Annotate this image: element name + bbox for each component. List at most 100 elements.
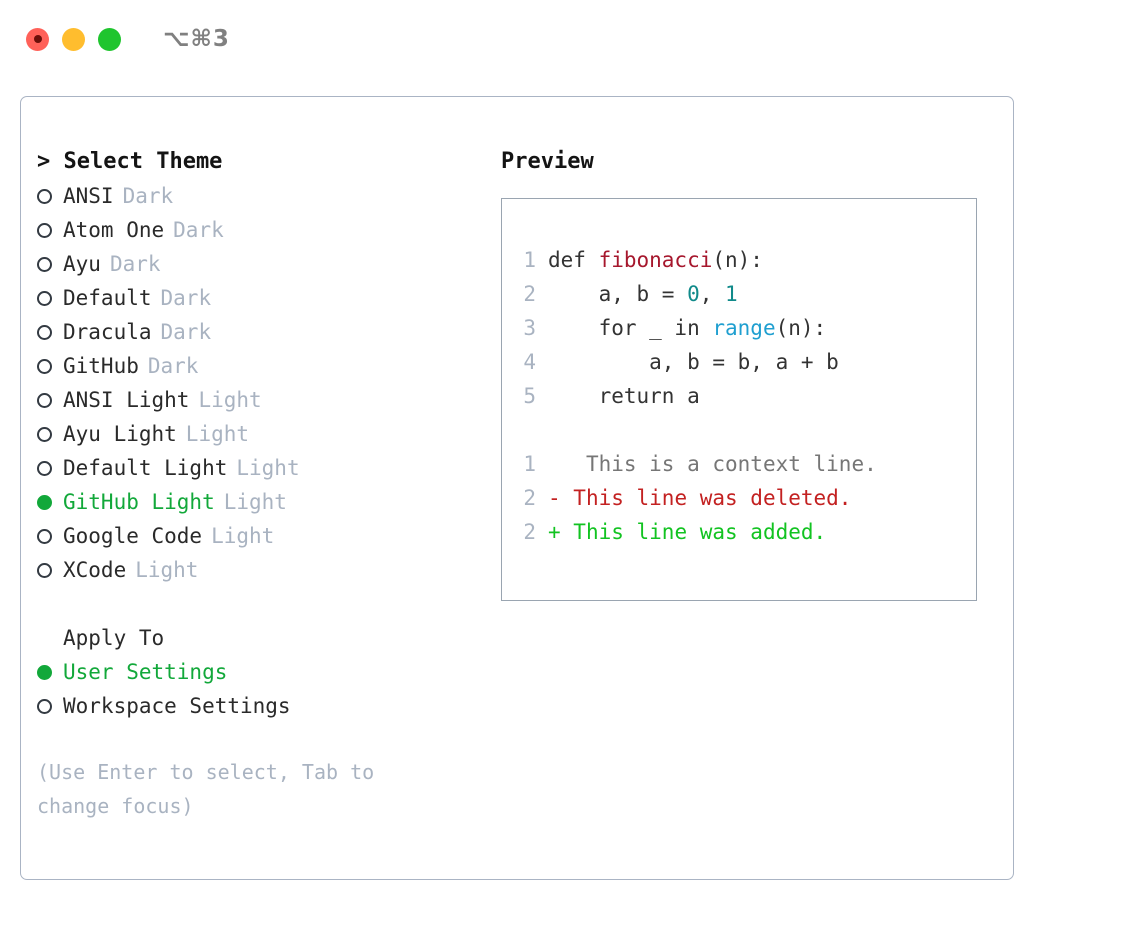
minimize-button[interactable]	[62, 27, 85, 51]
line-number: 1	[523, 452, 536, 476]
radio-selected-icon	[37, 494, 52, 510]
theme-option-github-light[interactable]: GitHub Light Light	[37, 485, 477, 519]
title-bar: ⌥⌘3	[0, 0, 1140, 78]
diff-line-deleted: 2- This line was deleted.	[502, 481, 976, 515]
keyboard-shortcut-label: ⌥⌘3	[163, 26, 230, 52]
diff-line-text: This is a context line.	[560, 452, 877, 476]
code-token-plain: def	[548, 248, 599, 272]
radio-empty-icon	[37, 426, 52, 442]
theme-option-variant-tag: Light	[223, 490, 287, 514]
code-token-plain: (n):	[712, 248, 763, 272]
apply-to-option-user-settings[interactable]: User Settings	[37, 655, 477, 689]
line-number: 4	[523, 350, 536, 374]
theme-option-variant-tag: Light	[135, 558, 199, 582]
spacer	[37, 587, 477, 621]
code-line: 5 return a	[502, 379, 976, 413]
line-number: 2	[523, 282, 536, 306]
maximize-button[interactable]	[98, 27, 121, 51]
line-number: 3	[523, 316, 536, 340]
code-line-text: a, b = 0, 1	[548, 277, 738, 311]
radio-empty-icon	[37, 698, 52, 714]
radio-empty-icon	[37, 358, 52, 374]
code-line-text: def fibonacci(n):	[548, 243, 763, 277]
theme-option-variant-tag: Dark	[173, 218, 224, 242]
apply-to-option-workspace-settings[interactable]: Workspace Settings	[37, 689, 477, 723]
theme-option-ansi-light[interactable]: ANSI Light Light	[37, 383, 477, 417]
apply-to-header: Apply To	[63, 626, 165, 650]
preview-title: Preview	[501, 149, 594, 174]
theme-option-variant-tag: Light	[198, 388, 262, 412]
theme-option-xcode[interactable]: XCode Light	[37, 553, 477, 587]
keyboard-hint-text: (Use Enter to select, Tab to change focu…	[37, 760, 387, 818]
code-line: 4 a, b = b, a + b	[502, 345, 976, 379]
diff-line-text: This line was deleted.	[560, 486, 852, 510]
window-controls	[26, 27, 121, 51]
theme-option-variant-tag: Dark	[160, 286, 212, 310]
theme-option-ayu[interactable]: Ayu Dark	[37, 247, 477, 281]
theme-option-dracula[interactable]: Dracula Dark	[37, 315, 477, 349]
theme-option-label: XCode	[63, 558, 127, 582]
code-line: 2 a, b = 0, 1	[502, 277, 976, 311]
radio-empty-icon	[37, 392, 52, 408]
radio-empty-icon	[37, 222, 52, 238]
radio-empty-icon	[37, 324, 52, 340]
theme-option-variant-tag: Light	[236, 456, 300, 480]
theme-option-label: Ayu Light	[63, 422, 177, 446]
radio-empty-icon	[37, 290, 52, 306]
code-token-num: 0	[687, 282, 700, 306]
diff-line-text: This line was added.	[560, 520, 827, 544]
code-token-plain: return a	[548, 384, 700, 408]
theme-option-label: ANSI Light	[63, 388, 190, 412]
diff-line-context: 1 This is a context line.	[502, 447, 976, 481]
code-line-text: for _ in range(n):	[548, 311, 827, 345]
code-line-text: return a	[548, 379, 700, 413]
theme-option-variant-tag: Dark	[122, 184, 174, 208]
radio-selected-icon	[37, 664, 52, 680]
radio-empty-icon	[37, 256, 52, 272]
theme-option-label: GitHub Light	[63, 490, 215, 514]
theme-option-label: Default Light	[63, 456, 228, 480]
code-token-plain: ,	[699, 282, 726, 306]
theme-option-label: GitHub	[63, 354, 139, 378]
line-number: 5	[523, 384, 536, 408]
apply-to-option-label: Workspace Settings	[63, 694, 291, 718]
code-token-plain: a, b =	[548, 282, 688, 306]
diff-marker: -	[548, 486, 561, 510]
radio-empty-icon	[37, 188, 52, 204]
theme-option-label: Dracula	[63, 320, 152, 344]
line-number: 2	[523, 486, 536, 510]
theme-option-label: Ayu	[63, 252, 101, 276]
code-token-plain: a, b = b, a + b	[548, 350, 839, 374]
close-button[interactable]	[26, 27, 49, 51]
close-icon	[33, 35, 42, 43]
theme-option-label: Google Code	[63, 524, 203, 548]
code-token-fn: fibonacci	[598, 248, 713, 272]
theme-option-variant-tag: Dark	[109, 252, 161, 276]
diff-block: 1 This is a context line.2- This line wa…	[502, 447, 976, 549]
select-theme-header: > Select Theme	[37, 149, 223, 174]
code-token-builtin: range	[712, 316, 776, 340]
theme-option-variant-tag: Dark	[160, 320, 212, 344]
apply-to-option-label: User Settings	[63, 660, 228, 684]
radio-empty-icon	[37, 528, 52, 544]
theme-option-atom-one[interactable]: Atom One Dark	[37, 213, 477, 247]
theme-option-default-light[interactable]: Default Light Light	[37, 451, 477, 485]
diff-line-added: 2+ This line was added.	[502, 515, 976, 549]
theme-option-label: Atom One	[63, 218, 165, 242]
code-token-plain: (n):	[775, 316, 827, 340]
radio-empty-icon	[37, 562, 52, 578]
